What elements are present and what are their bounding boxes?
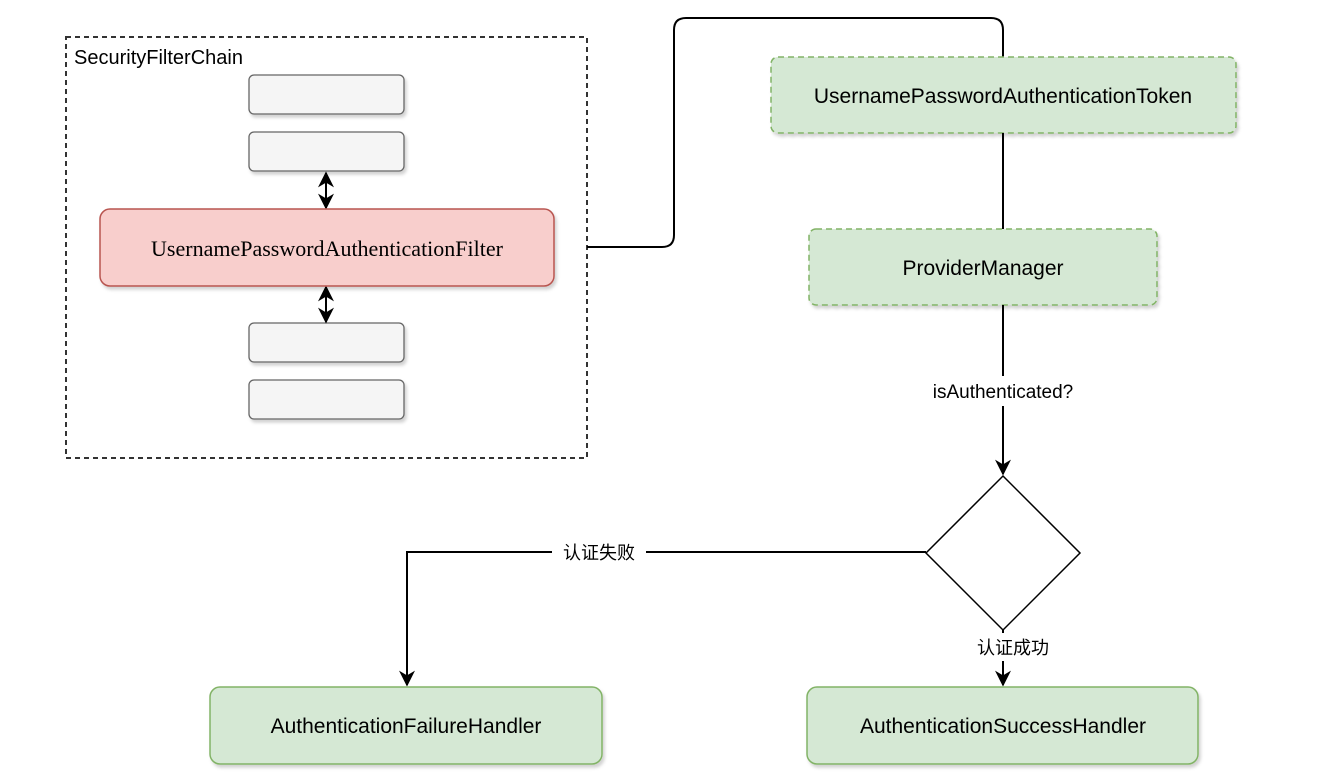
- authentication-failure-handler-node: AuthenticationFailureHandler: [209, 686, 603, 765]
- authentication-decision-diamond: [924, 474, 1082, 632]
- is-authenticated-label: isAuthenticated?: [933, 382, 1074, 403]
- authentication-success-handler-node: AuthenticationSuccessHandler: [806, 686, 1199, 765]
- success-handler-label: AuthenticationSuccessHandler: [860, 715, 1146, 738]
- filter-to-token-connector: [587, 17, 1004, 248]
- failure-label: 认证失败: [563, 543, 635, 564]
- filter-placeholder-box: [248, 74, 405, 115]
- label-background: [966, 633, 1060, 661]
- provider-manager-label: ProviderManager: [902, 257, 1063, 280]
- authentication-token-node: UsernamePasswordAuthenticationToken: [770, 56, 1237, 134]
- filter-placeholder-box: [248, 322, 405, 363]
- failure-handler-label: AuthenticationFailureHandler: [271, 715, 542, 738]
- success-label: 认证成功: [977, 638, 1049, 659]
- token-label: UsernamePasswordAuthenticationToken: [814, 85, 1192, 108]
- security-filter-chain-title: SecurityFilterChain: [74, 47, 243, 69]
- username-password-authentication-filter-node: UsernamePasswordAuthenticationFilter: [99, 208, 555, 287]
- failure-path-arrow: [399, 551, 926, 687]
- filter-placeholder-box: [248, 131, 405, 172]
- filter-placeholder-box: [248, 379, 405, 420]
- label-background: [552, 538, 646, 566]
- provider-manager-node: ProviderManager: [808, 228, 1158, 306]
- label-background: [918, 376, 1088, 406]
- filter-label: UsernamePasswordAuthenticationFilter: [151, 236, 504, 261]
